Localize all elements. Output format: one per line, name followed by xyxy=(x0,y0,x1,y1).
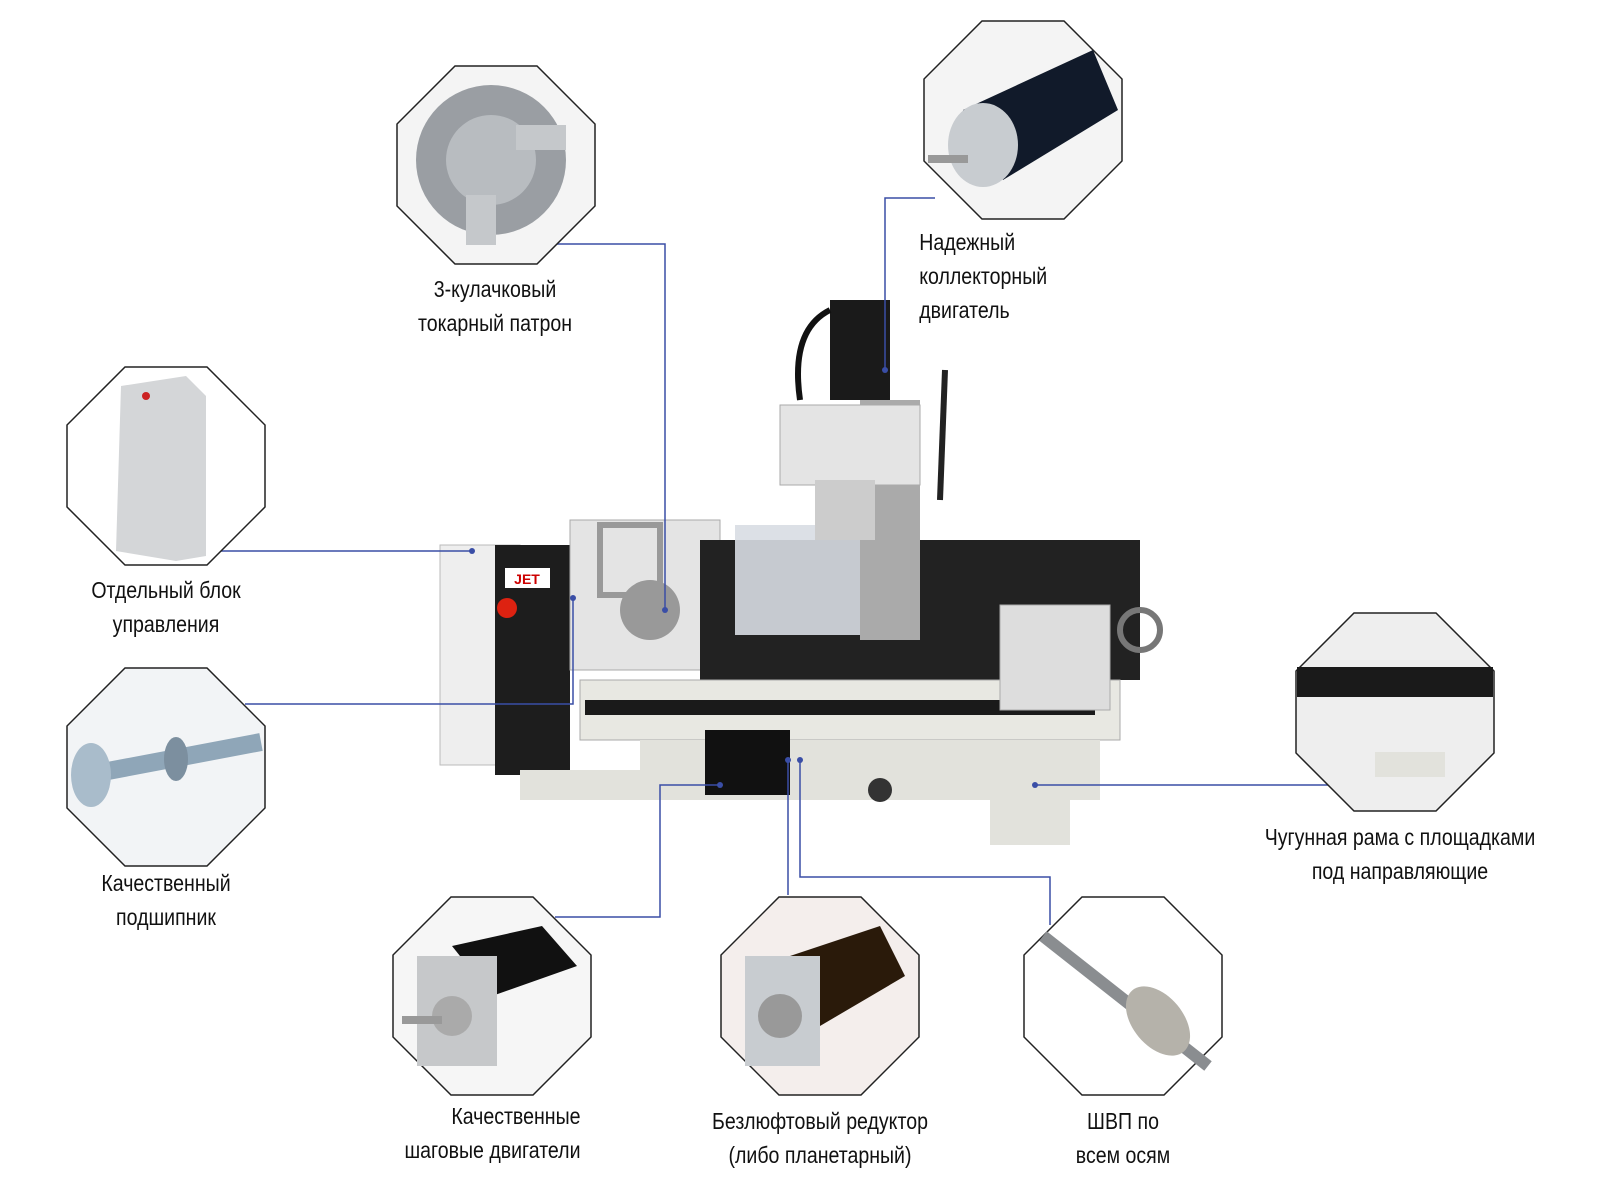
connector-motor xyxy=(884,197,935,370)
label-line: Качественные xyxy=(451,1103,581,1129)
label-line: всем осям xyxy=(1075,1142,1171,1168)
brand-logo: JET xyxy=(514,571,540,587)
label-line: управления xyxy=(112,611,220,637)
connector-chuck xyxy=(555,243,666,610)
frame-rail-image xyxy=(1295,612,1495,812)
label-line: коллекторный xyxy=(919,263,1048,289)
stepper-motor-image xyxy=(392,896,592,1096)
callout-motor-label: Надежный коллекторный двигатель xyxy=(919,225,1081,327)
label-line: токарный патрон xyxy=(417,310,573,336)
motor-image xyxy=(923,20,1123,220)
callout-chuck-label: 3-кулачковый токарный патрон xyxy=(410,272,580,340)
connector-ballscrew xyxy=(799,760,1051,925)
callout-frame-label: Чугунная рама с площадками под направляю… xyxy=(1247,820,1553,888)
label-line: 3-кулачковый xyxy=(433,276,557,302)
bearing-image xyxy=(66,667,266,867)
chuck-image xyxy=(396,65,596,265)
callout-stepper-label: Качественные шаговые двигатели xyxy=(360,1099,581,1167)
callout-gearbox-label: Безлюфтовый редуктор (либо планетарный) xyxy=(693,1104,948,1172)
connector-stepper xyxy=(555,784,720,918)
gearbox-image xyxy=(720,896,920,1096)
label-line: (либо планетарный) xyxy=(728,1142,912,1168)
label-line: двигатель xyxy=(919,297,1010,323)
callout-control-label: Отдельный блок управления xyxy=(81,573,251,641)
label-line: подшипник xyxy=(116,904,216,930)
label-line: Надежный xyxy=(919,229,1016,255)
label-line: под направляющие xyxy=(1311,858,1489,884)
label-line: Качественный xyxy=(101,870,231,896)
label-line: ШВП по xyxy=(1087,1108,1159,1134)
label-line: Чугунная рама с площадками xyxy=(1264,824,1536,850)
label-line: Отдельный блок xyxy=(91,577,241,603)
label-line: шаговые двигатели xyxy=(404,1137,581,1163)
label-line: Безлюфтовый редуктор xyxy=(712,1108,928,1134)
callout-bearing-label: Качественный подшипник xyxy=(81,866,251,934)
ballscrew-image xyxy=(1023,896,1223,1096)
connector-bearing xyxy=(245,598,574,705)
callout-ballscrew-label: ШВП по всем осям xyxy=(1038,1104,1208,1172)
control-box-image xyxy=(66,366,266,566)
